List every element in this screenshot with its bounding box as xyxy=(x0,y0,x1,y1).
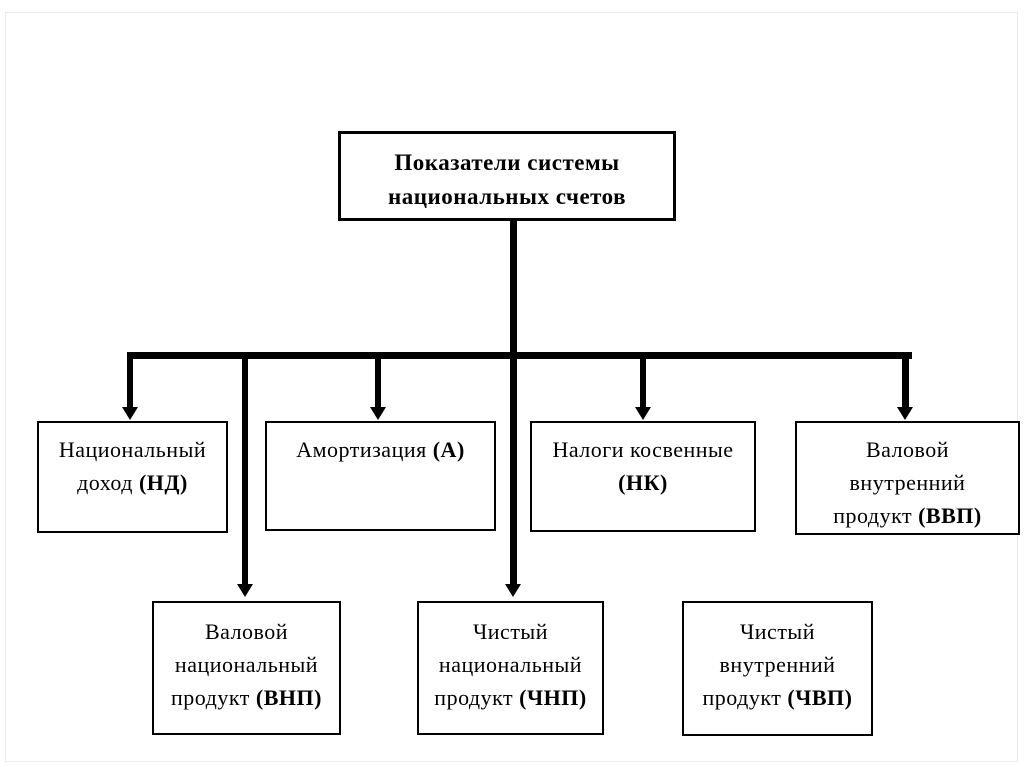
node-nnp-line2: национальный xyxy=(438,652,583,677)
node-gnp-abbr: (ВНП) xyxy=(255,685,322,710)
node-amortization-abbr: (А) xyxy=(432,437,465,462)
arrow-to-gnp-icon xyxy=(237,584,253,597)
node-national-income-line1: Национальный xyxy=(58,437,207,462)
node-gnp-line3: продукт xyxy=(171,685,256,710)
node-national-income-abbr: (НД) xyxy=(138,470,188,495)
connector-to-gnp xyxy=(242,359,248,585)
node-sns-indicators-line2: национальных счетов xyxy=(387,184,626,209)
connector-to-amortization xyxy=(375,359,381,408)
node-sns-indicators-line1: Показатели системы xyxy=(394,150,620,175)
node-national-income-line2: доход xyxy=(77,470,139,495)
arrow-to-national-income-icon xyxy=(122,407,138,420)
node-sns-indicators: Показатели системы национальных счетов xyxy=(338,131,676,221)
node-gnp-line2: национальный xyxy=(174,652,319,677)
node-gnp-line1: Валовой xyxy=(204,619,289,644)
connector-to-nnp xyxy=(510,359,517,585)
node-amortization: Амортизация (А) xyxy=(265,421,496,531)
node-gdp: Валовой внутренний продукт (ВВП) xyxy=(795,421,1020,535)
node-gdp-abbr: (ВВП) xyxy=(918,503,982,528)
node-gdp-line2: внутренний xyxy=(849,470,966,495)
node-amortization-line1: Амортизация xyxy=(296,437,433,462)
arrow-to-nnp-icon xyxy=(505,584,521,597)
connector-trunk-upper xyxy=(510,219,517,359)
node-nnp-line3: продукт xyxy=(434,685,520,710)
node-gdp-line1: Валовой xyxy=(865,437,950,462)
node-indirect-taxes-line1: Налоги косвенные xyxy=(552,437,734,462)
node-nnp: Чистый национальный продукт (ЧНП) xyxy=(417,601,604,735)
connector-horizontal-bar xyxy=(127,352,912,359)
node-ndp: Чистый внутренний продукт (ЧВП) xyxy=(682,601,873,736)
node-nnp-line1: Чистый xyxy=(472,619,548,644)
connector-to-gdp xyxy=(902,352,909,408)
node-ndp-abbr: (ЧВП) xyxy=(787,685,853,710)
arrow-to-amortization-icon xyxy=(370,407,386,420)
node-national-income: Национальный доход (НД) xyxy=(37,421,228,533)
connector-to-indirect-taxes xyxy=(640,359,646,408)
node-ndp-line1: Чистый xyxy=(739,619,815,644)
node-ndp-line3: продукт xyxy=(702,685,788,710)
node-gdp-line3: продукт xyxy=(833,503,919,528)
node-indirect-taxes-abbr: (НК) xyxy=(618,470,668,495)
node-ndp-line2: внутренний xyxy=(719,652,836,677)
arrow-to-gdp-icon xyxy=(897,407,913,420)
arrow-to-indirect-taxes-icon xyxy=(635,407,651,420)
node-indirect-taxes: Налоги косвенные (НК) xyxy=(530,421,756,532)
connector-to-national-income xyxy=(127,359,133,408)
node-gnp: Валовой национальный продукт (ВНП) xyxy=(152,601,341,735)
node-nnp-abbr: (ЧНП) xyxy=(519,685,587,710)
slide-frame xyxy=(5,12,1018,762)
